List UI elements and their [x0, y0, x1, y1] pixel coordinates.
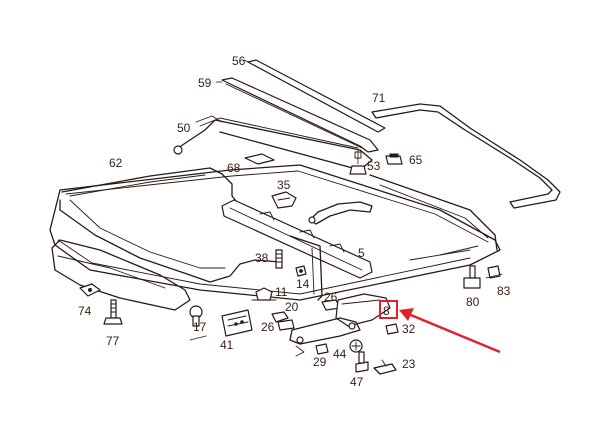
callout-14: 14 [296, 277, 310, 291]
highlight-arrow-shaft [405, 311, 501, 354]
bolt-80 [463, 265, 481, 289]
callout-68: 68 [227, 161, 241, 175]
rail-50 [173, 115, 373, 171]
block-29 [315, 343, 329, 355]
callout-8: 8 [383, 304, 390, 318]
screw-44 [349, 339, 363, 353]
deflector-59 [216, 77, 379, 153]
callout-56: 56 [232, 54, 246, 68]
callout-23: 23 [402, 357, 416, 371]
plate-68 [244, 153, 275, 165]
callout-77: 77 [106, 334, 120, 348]
callout-5: 5 [358, 246, 365, 260]
highlight-box [379, 300, 398, 319]
pad-26-left [277, 319, 295, 331]
callout-32: 32 [402, 322, 416, 336]
callout-80: 80 [466, 295, 480, 309]
bracket-41 [221, 309, 253, 337]
callout-53: 53 [367, 159, 381, 173]
bracket-35 [271, 191, 297, 209]
callout-83: 83 [497, 284, 511, 298]
callout-71: 71 [372, 91, 386, 105]
highlight-overlay [379, 300, 501, 354]
callout-labels: 56 59 71 50 53 65 62 68 35 5 38 14 11 20… [78, 54, 511, 389]
callout-47: 47 [350, 375, 364, 389]
callout-38: 38 [255, 251, 269, 265]
block-20 [271, 311, 289, 323]
clip-14 [295, 265, 307, 277]
stop-53 [349, 150, 367, 175]
bolt-47 [355, 351, 369, 373]
callout-17: 17 [193, 320, 207, 334]
drive-arm [308, 201, 373, 225]
callout-44: 44 [333, 347, 347, 361]
bracket-23 [373, 359, 397, 375]
bolt-38 [275, 249, 283, 269]
callout-26-upper: 26 [324, 290, 338, 304]
screw-77 [103, 299, 123, 325]
strip-56 [243, 59, 386, 133]
guide-assembly-8 [289, 293, 391, 357]
callout-50: 50 [177, 121, 191, 135]
callout-41: 41 [220, 338, 234, 352]
clip-83 [485, 265, 503, 279]
clip-74 [79, 283, 101, 297]
bracket-11 [251, 287, 277, 301]
center-rail-5 [221, 199, 373, 301]
callout-11: 11 [275, 285, 288, 299]
highlight-arrow-head [399, 308, 414, 321]
seal-71 [371, 103, 561, 209]
callout-62: 62 [109, 156, 123, 170]
clip-65 [385, 153, 403, 165]
callout-35: 35 [277, 178, 291, 192]
callout-74: 74 [78, 304, 92, 318]
bolt-17 [189, 305, 207, 341]
callout-65: 65 [409, 153, 423, 167]
callout-29: 29 [313, 355, 327, 369]
body-sill [51, 239, 191, 311]
callout-20: 20 [285, 300, 299, 314]
callout-59: 59 [198, 76, 212, 90]
block-32 [385, 323, 399, 335]
callout-26-lower: 26 [261, 320, 275, 334]
